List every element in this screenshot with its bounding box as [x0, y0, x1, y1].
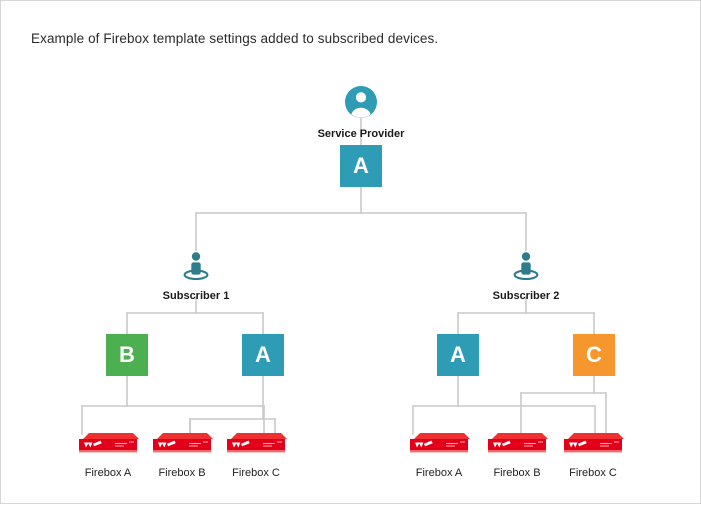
firebox-label: Firebox A	[415, 467, 463, 479]
template-letter: C	[586, 342, 602, 367]
subscriber-person-icon	[183, 252, 209, 281]
firebox-label: Firebox B	[158, 467, 206, 479]
firebox-s2-a[interactable]: Firebox A	[406, 431, 472, 479]
subscriber-2-node: Subscriber 2	[493, 250, 559, 302]
firebox-appliance-icon	[564, 433, 624, 453]
firebox-s1-a[interactable]: Firebox A	[75, 431, 141, 479]
template-box-s1-b[interactable]: B	[106, 334, 148, 376]
firebox-s1-c[interactable]: Firebox C	[223, 431, 289, 479]
service-provider-node: Service Provider	[318, 85, 404, 140]
firebox-label: Firebox C	[569, 467, 617, 479]
template-box-s1-a[interactable]: A	[242, 334, 284, 376]
template-letter: A	[255, 342, 271, 367]
subscriber-1-node: Subscriber 1	[163, 250, 229, 302]
page-caption: Example of Firebox template settings add…	[31, 31, 439, 46]
firebox-appliance-icon	[79, 433, 139, 453]
firebox-s2-c[interactable]: Firebox C	[560, 431, 626, 479]
template-box-s2-a[interactable]: A	[437, 334, 479, 376]
service-provider-person-icon	[345, 86, 377, 118]
firebox-s1-b[interactable]: Firebox B	[149, 431, 215, 479]
firebox-label: Firebox A	[84, 467, 132, 479]
template-box-root-a[interactable]: A	[340, 145, 382, 187]
subscriber-2-label: Subscriber 2	[492, 290, 560, 302]
firebox-label: Firebox C	[232, 467, 280, 479]
service-provider-label: Service Provider	[317, 128, 405, 140]
firebox-appliance-icon	[227, 433, 287, 453]
subscriber-person-icon	[513, 252, 539, 281]
template-letter: A	[450, 342, 466, 367]
template-box-s2-c[interactable]: C	[573, 334, 615, 376]
firebox-label: Firebox B	[493, 467, 541, 479]
template-letter: A	[353, 153, 369, 178]
firebox-s2-b[interactable]: Firebox B	[484, 431, 550, 479]
firebox-appliance-icon	[488, 433, 548, 453]
firebox-appliance-icon	[410, 433, 470, 453]
firebox-appliance-icon	[153, 433, 213, 453]
template-letter: B	[119, 342, 135, 367]
subscriber-1-label: Subscriber 1	[162, 290, 230, 302]
